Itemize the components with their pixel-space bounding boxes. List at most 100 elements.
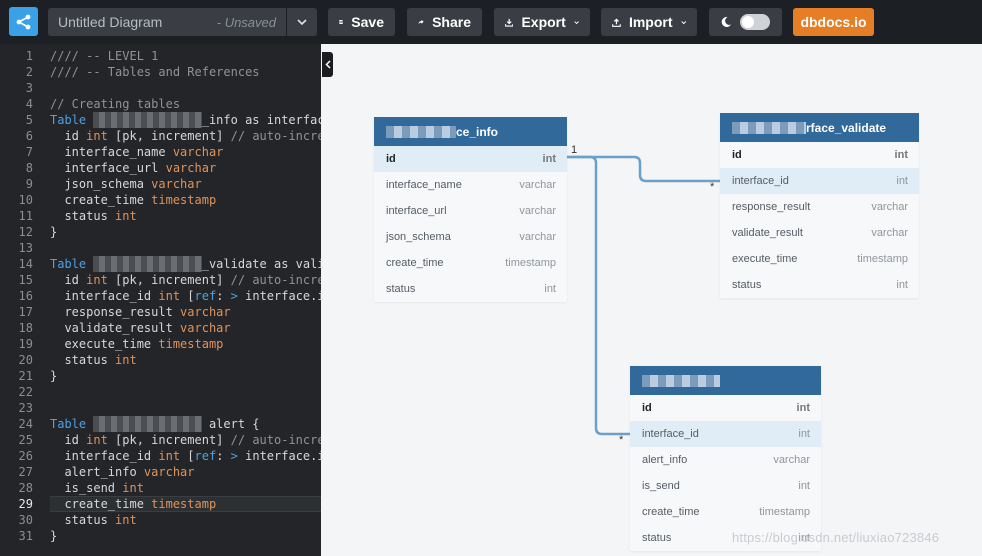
- code-line[interactable]: }: [50, 528, 321, 544]
- code-line[interactable]: id int [pk, increment] // auto-increment: [50, 432, 321, 448]
- code-token: }: [50, 529, 58, 543]
- code-line[interactable]: [50, 240, 321, 256]
- code-line[interactable]: }: [50, 368, 321, 384]
- code-line[interactable]: interface_name varchar: [50, 144, 321, 160]
- code-token: int: [158, 449, 181, 463]
- app-logo[interactable]: [9, 7, 38, 36]
- collapse-editor-button[interactable]: [322, 52, 333, 77]
- chevron-down-icon: [574, 20, 579, 24]
- code-token: Table: [50, 257, 94, 271]
- code-token: ref: [194, 289, 217, 303]
- code-token: response_result: [50, 305, 181, 319]
- import-button[interactable]: Import: [601, 8, 697, 36]
- table-field-row[interactable]: interface_id int: [630, 421, 821, 447]
- code-line[interactable]: interface_id int [ref: > interface.id]: [50, 448, 321, 464]
- code-token: is_send: [50, 481, 123, 495]
- code-line[interactable]: create_time timestamp: [50, 192, 321, 208]
- diagram-title-field[interactable]: Untitled Diagram - Unsaved: [48, 8, 286, 36]
- table-name: rface_validate: [806, 120, 887, 135]
- code-line[interactable]: alert_info varchar: [50, 464, 321, 480]
- field-type: int: [542, 153, 556, 165]
- code-line[interactable]: id int [pk, increment] // auto-increment: [50, 128, 321, 144]
- code-token: //// -- LEVEL 1: [50, 49, 159, 63]
- code-line[interactable]: [50, 400, 321, 416]
- save-button[interactable]: Save: [328, 8, 395, 36]
- relation-line[interactable]: [567, 155, 720, 183]
- code-token: varchar: [180, 305, 231, 319]
- code-lines[interactable]: //// -- LEVEL 1//// -- Tables and Refere…: [50, 48, 321, 544]
- code-line[interactable]: create_time timestamp: [50, 496, 321, 512]
- code-line[interactable]: // Creating tables: [50, 96, 321, 112]
- share-button[interactable]: Share: [407, 8, 482, 36]
- code-line[interactable]: [50, 80, 321, 96]
- code-line[interactable]: validate_result varchar: [50, 320, 321, 336]
- chevron-down-icon: [297, 19, 307, 25]
- code-line[interactable]: execute_time timestamp: [50, 336, 321, 352]
- field-type: timestamp: [759, 506, 810, 518]
- code-line[interactable]: [50, 384, 321, 400]
- line-number: 1: [25, 49, 33, 63]
- table-header[interactable]: rface_validate: [720, 113, 919, 142]
- table-header[interactable]: [630, 366, 821, 395]
- field-type: int: [798, 428, 810, 440]
- field-type: int: [896, 279, 908, 291]
- relation-line[interactable]: [567, 155, 630, 436]
- field-name: interface_id: [642, 428, 699, 440]
- code-token: id: [50, 433, 87, 447]
- code-line[interactable]: //// -- Tables and References: [50, 64, 321, 80]
- code-line[interactable]: id int [pk, increment] // auto-increment: [50, 272, 321, 288]
- code-line[interactable]: Table woody_interface_validate as valida…: [50, 256, 321, 272]
- code-line[interactable]: status int: [50, 208, 321, 224]
- dark-mode-toggle[interactable]: [709, 8, 782, 36]
- code-line[interactable]: Table woody_interface alert {: [50, 416, 321, 432]
- code-token: validate_result: [50, 321, 181, 335]
- field-name: id: [642, 402, 652, 414]
- code-line[interactable]: is_send int: [50, 480, 321, 496]
- code-line[interactable]: json_schema varchar: [50, 176, 321, 192]
- code-token: // auto-increment: [230, 273, 321, 287]
- code-line[interactable]: interface_url varchar: [50, 160, 321, 176]
- code-line[interactable]: response_result varchar: [50, 304, 321, 320]
- field-name: status: [386, 283, 416, 295]
- moon-icon: [721, 16, 731, 27]
- code-line[interactable]: Table woody_interface_info as interface_…: [50, 112, 321, 128]
- code-line[interactable]: status int: [50, 352, 321, 368]
- code-token: ref: [194, 449, 217, 463]
- dbdocs-button[interactable]: dbdocs.io: [793, 8, 874, 36]
- title-dropdown-button[interactable]: [287, 8, 317, 36]
- code-line[interactable]: //// -- LEVEL 1: [50, 48, 321, 64]
- code-line[interactable]: status int: [50, 512, 321, 528]
- export-label: Export: [521, 14, 566, 30]
- field-name: alert_info: [642, 454, 688, 466]
- code-line[interactable]: }: [50, 224, 321, 240]
- toggle-switch[interactable]: [740, 14, 770, 30]
- line-number: 6: [25, 129, 33, 143]
- export-button[interactable]: Export: [494, 8, 590, 36]
- line-number: 29: [18, 497, 33, 511]
- line-number: 23: [18, 401, 33, 415]
- code-line[interactable]: interface_id int [ref: > interface.id]: [50, 288, 321, 304]
- table-header[interactable]: ce_info: [374, 117, 567, 146]
